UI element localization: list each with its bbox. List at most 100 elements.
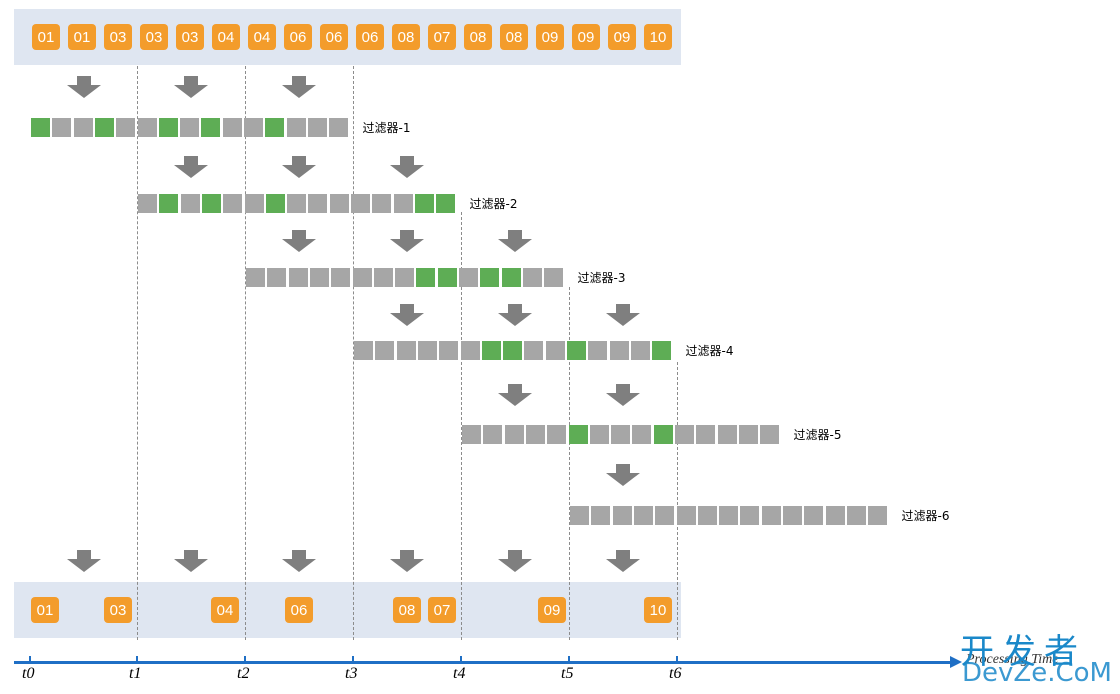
input-item: 10	[644, 24, 672, 50]
filter-bit	[525, 425, 545, 444]
filter-bit	[138, 194, 157, 213]
filter-bit	[52, 118, 72, 137]
filter-bit	[329, 194, 349, 213]
filter-bit	[246, 268, 265, 287]
time-label: t1	[129, 665, 142, 682]
time-label: t5	[561, 665, 574, 682]
filter-bit	[697, 506, 717, 525]
time-axis-tick	[244, 656, 246, 662]
time-axis-arrowhead	[950, 656, 962, 668]
down-arrow-icon	[282, 230, 316, 252]
filter-bit	[354, 341, 373, 360]
filter-bit-set	[159, 194, 179, 213]
filter-bit	[137, 118, 157, 137]
output-item: 07	[428, 597, 456, 623]
filter-bit-set	[416, 268, 436, 287]
filter-bit	[696, 425, 716, 444]
output-item: 03	[104, 597, 132, 623]
filter-bit	[504, 425, 524, 444]
filter-bit	[352, 268, 372, 287]
filter-bit-set	[567, 341, 586, 360]
filter-bit	[308, 194, 328, 213]
filter-bit	[522, 268, 542, 287]
filter-bit	[719, 506, 739, 525]
filter-bit	[375, 341, 395, 360]
filter-bit	[846, 506, 866, 525]
input-item: 08	[464, 24, 492, 50]
output-item: 10	[644, 597, 672, 623]
time-axis-tick	[136, 656, 138, 662]
input-item: 06	[320, 24, 348, 50]
filter-bit-set	[437, 268, 457, 287]
filter-bit-set	[481, 341, 501, 360]
filter-bit	[439, 341, 459, 360]
filter-bit	[611, 425, 631, 444]
filter-bit	[309, 268, 329, 287]
filter-bit	[395, 268, 415, 287]
time-axis-label: Processing Time	[966, 652, 1059, 667]
filter-bit	[222, 118, 242, 137]
filter-bit	[609, 341, 629, 360]
time-label: t3	[345, 665, 358, 682]
filter-bit	[288, 268, 308, 287]
filter-bit-set	[265, 118, 285, 137]
input-item: 04	[248, 24, 276, 50]
time-label: t6	[669, 665, 682, 682]
input-item: 04	[212, 24, 240, 50]
filter-bit	[372, 194, 392, 213]
filter-bit-set	[201, 194, 221, 213]
filter-bit	[868, 506, 888, 525]
down-arrow-icon	[606, 464, 640, 486]
filter-bit	[783, 506, 802, 525]
filter-bit-set	[652, 341, 672, 360]
input-item: 01	[32, 24, 60, 50]
filter-bit	[740, 506, 760, 525]
down-arrow-icon	[282, 76, 316, 98]
filter-bit	[738, 425, 758, 444]
filter-bit-set	[503, 341, 523, 360]
down-arrow-icon	[390, 230, 424, 252]
down-arrow-icon	[498, 550, 532, 572]
filter-label: 过滤器-1	[362, 121, 411, 135]
time-divider-line	[461, 212, 462, 640]
down-arrow-icon	[498, 230, 532, 252]
filter-bit	[180, 194, 200, 213]
time-divider-line	[569, 287, 570, 640]
time-axis-tick	[676, 656, 678, 662]
time-axis-tick	[460, 656, 462, 662]
filter-bit	[760, 425, 780, 444]
down-arrow-icon	[390, 156, 424, 178]
input-item: 01	[68, 24, 96, 50]
filter-bit	[462, 425, 481, 444]
down-arrow-icon	[498, 384, 532, 406]
filter-bit	[287, 194, 307, 213]
time-label: t2	[237, 665, 250, 682]
filter-bit-set	[414, 194, 434, 213]
time-axis-tick	[29, 656, 31, 662]
filter-bit	[267, 268, 287, 287]
filter-bit	[761, 506, 781, 525]
filter-bit	[675, 425, 694, 444]
filter-bit-set	[653, 425, 673, 444]
filter-bit	[544, 268, 564, 287]
input-item: 09	[572, 24, 600, 50]
time-label: t0	[22, 665, 35, 682]
filter-bit	[244, 118, 263, 137]
time-divider-line	[677, 362, 678, 640]
filter-bit	[588, 341, 608, 360]
filter-bit	[633, 506, 653, 525]
time-axis-tick	[568, 656, 570, 662]
filter-bit	[483, 425, 503, 444]
filter-bit-set	[201, 118, 221, 137]
time-divider-line	[137, 66, 138, 640]
input-item: 09	[608, 24, 636, 50]
filter-bit	[393, 194, 413, 213]
time-divider-line	[245, 66, 246, 640]
output-item: 06	[285, 597, 313, 623]
filter-bit-set	[501, 268, 521, 287]
filter-bit	[570, 506, 589, 525]
filter-bit-set	[94, 118, 114, 137]
down-arrow-icon	[174, 156, 208, 178]
filter-bit	[460, 341, 480, 360]
filter-bit	[329, 118, 349, 137]
